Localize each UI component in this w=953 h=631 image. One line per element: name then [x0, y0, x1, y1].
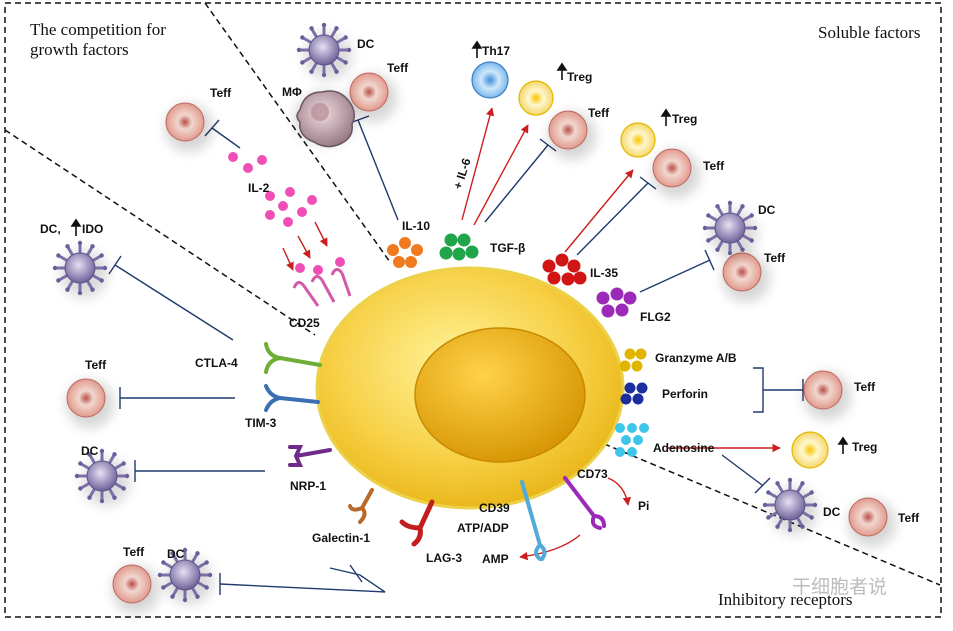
label-dc-adenosine: DC [823, 505, 841, 519]
label-cd39: CD39 [479, 501, 510, 515]
treg-cell-right [620, 122, 656, 158]
label-atp-adp: ATP/ADP [457, 521, 509, 535]
il10-molecules [387, 237, 423, 268]
label-teff-adenosine: Teff [898, 511, 920, 525]
divider-competition-soluble [204, 2, 391, 263]
label-macrophage: MΦ [282, 85, 302, 99]
teff-cell [112, 564, 160, 614]
label-il35: IL-35 [590, 266, 618, 280]
perforin-molecules [620, 382, 648, 405]
label-cd25: CD25 [289, 316, 320, 330]
teff-cell [848, 497, 896, 547]
label-pi: Pi [638, 499, 649, 513]
treg-cell-top [518, 80, 554, 116]
label-granzyme: Granzyme A/B [655, 351, 737, 365]
dc-cell [52, 240, 108, 298]
teff-cells [66, 72, 896, 614]
small-treg-cells [518, 80, 829, 469]
treg-nucleus [414, 327, 586, 463]
dc-cell [762, 477, 818, 535]
label-dc-bottom: DC [167, 547, 185, 561]
label-ctla4: CTLA-4 [195, 356, 238, 370]
label-teff-bottom: Teff [123, 545, 145, 559]
label-teff-il35: Teff [703, 159, 725, 173]
label-teff-il2: Teff [210, 86, 232, 100]
label-amp: AMP [482, 552, 509, 566]
label-treg-right: Treg [672, 112, 697, 126]
teff-cell [548, 110, 596, 160]
label-nrp1: NRP-1 [290, 479, 326, 493]
up-arrow-icons [70, 40, 849, 454]
divider-soluble-inhibitory [594, 439, 941, 586]
il35-molecules [542, 253, 587, 286]
cell-labels: Teff DC Teff MΦ Th17 Treg Teff Treg Teff… [40, 37, 920, 561]
label-dc-flg2: DC [758, 203, 776, 217]
label-cd73: CD73 [577, 467, 608, 481]
teff-cell [349, 72, 397, 122]
label-teff-flg2: Teff [764, 251, 786, 265]
label-il2: IL-2 [248, 181, 270, 195]
label-dc-ido: DC, [40, 222, 61, 236]
region-title-competition-line2: growth factors [30, 40, 129, 59]
label-th17: Th17 [482, 44, 510, 58]
label-teff-il10: Teff [387, 61, 409, 75]
label-il10: IL-10 [402, 219, 430, 233]
region-title-competition-line1: The competition for [30, 20, 166, 39]
label-tgfb: TGF-β [490, 241, 525, 255]
dc-cells [52, 22, 818, 605]
label-flg2: FLG2 [640, 310, 671, 324]
label-ido: IDO [82, 222, 103, 236]
macrophage-cell [295, 90, 355, 148]
dc-cell [74, 448, 130, 506]
label-lag3: LAG-3 [426, 551, 462, 565]
inhibition-lines [108, 115, 804, 595]
dc-cell [157, 547, 213, 605]
label-treg-top: Treg [567, 70, 592, 84]
label-treg-adenosine: Treg [852, 440, 877, 454]
teff-cell [66, 378, 114, 428]
dc-cell [296, 22, 352, 80]
dc-cell [702, 200, 758, 258]
label-galectin1: Galectin-1 [312, 531, 370, 545]
membrane-receptors [264, 342, 606, 561]
divider-competition-inhibitory [4, 129, 316, 336]
teff-cell [803, 370, 851, 420]
adenosine-molecules [615, 423, 649, 457]
factor-labels: IL-2 IL-10 + IL-6 TGF-β IL-35 FLG2 Granz… [248, 156, 737, 566]
flg2-molecules [596, 287, 637, 318]
label-il6: + IL-6 [451, 156, 474, 191]
il2-molecules [228, 152, 345, 275]
activation-arrows [282, 107, 781, 561]
label-adenosine: Adenosine [653, 441, 715, 455]
label-perforin: Perforin [662, 387, 708, 401]
label-tim3: TIM-3 [245, 416, 277, 430]
watermark: 干细胞者说 [792, 576, 888, 598]
figure-border [4, 2, 942, 618]
receptor-labels: CD25 CTLA-4 TIM-3 NRP-1 Galectin-1 LAG-3… [195, 316, 608, 565]
label-teff-granzyme: Teff [854, 380, 876, 394]
teff-cell [722, 252, 770, 302]
cd25-receptors [292, 268, 352, 307]
teff-cell [652, 148, 700, 198]
region-title-inhibitory: Inhibitory receptors [718, 590, 853, 609]
teff-cell [165, 102, 213, 152]
treg-cell-adenosine [791, 431, 829, 469]
label-dc-top: DC [357, 37, 375, 51]
granzyme-molecules [619, 348, 647, 372]
region-title-soluble: Soluble factors [818, 23, 920, 42]
label-dc-nrp1: DC [81, 444, 99, 458]
th17-cell [471, 61, 509, 99]
tgfb-molecules [439, 233, 479, 261]
label-teff-tim3: Teff [85, 358, 107, 372]
label-teff-tgfb: Teff [588, 106, 610, 120]
